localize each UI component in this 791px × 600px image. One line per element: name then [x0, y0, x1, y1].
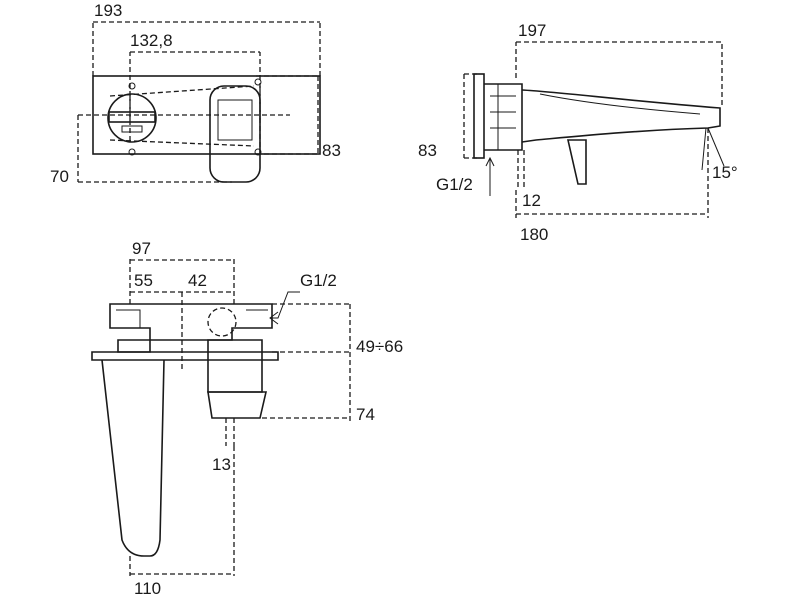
side-dim-depth-label: 197 [518, 21, 546, 40]
top-dim-width-label: 97 [132, 239, 151, 258]
top-dim-spout-label: 110 [134, 579, 161, 598]
top-dim-range-label: 49÷66 [356, 337, 403, 356]
top-dim-b-label: 42 [188, 271, 207, 290]
side-projection-dimension-lines [515, 128, 709, 218]
width-dimension-lines [92, 21, 321, 76]
top-spout-dimension-lines [129, 446, 235, 576]
top-ab-dimension-lines [130, 291, 234, 372]
side-thread-arrow [485, 156, 495, 196]
diverter-knob [107, 93, 157, 143]
side-dim-angle-label: 15° [712, 163, 738, 182]
side-wall-hidden [463, 73, 480, 159]
side-wall-plate [473, 73, 485, 159]
dim-width-label: 193 [94, 1, 122, 20]
top-spout [101, 359, 165, 557]
side-angle-lines [701, 127, 725, 171]
top-dim-a-label: 55 [134, 271, 153, 290]
top-wall-plate [91, 351, 279, 361]
side-dim-height-label: 83 [418, 141, 437, 160]
top-valve-cap [207, 391, 268, 419]
offset-dimension-lines [77, 114, 290, 183]
side-dim-thread-label: G1/2 [436, 175, 473, 194]
side-dim-projection-label: 180 [520, 225, 548, 244]
top-body [109, 303, 273, 341]
height-dimension-lines [256, 75, 319, 155]
side-lever [566, 139, 587, 185]
diverter-grip [108, 111, 156, 123]
top-dim-small-label: 13 [212, 455, 231, 474]
side-view: 197 83 G1/2 12 180 15° [418, 21, 738, 244]
fixing-point-right-bottom [254, 148, 262, 156]
top-width-dimension-lines [129, 256, 235, 304]
fixing-point-right-top [254, 78, 262, 86]
top-view: 97 55 42 G1/2 49÷66 74 13 110 [91, 239, 403, 598]
side-depth-dimension-lines [515, 41, 723, 105]
side-plate-dimension-lines [517, 150, 525, 190]
dim-offset-label: 70 [50, 167, 69, 186]
top-thread-leader [269, 291, 300, 325]
top-range-dimension-lines [272, 303, 351, 424]
diverter-notch [121, 125, 143, 133]
hidden-body [109, 85, 261, 156]
fixing-point-left-bottom [128, 148, 136, 156]
side-body [484, 83, 523, 151]
top-small-dimension-lines [225, 418, 235, 446]
wall-plate [92, 75, 321, 155]
fixing-point-left-top [128, 82, 136, 90]
front-view: 193 132,8 83 70 [50, 1, 341, 186]
top-dim-depth-label: 74 [356, 405, 375, 424]
side-dim-plate-label: 12 [522, 191, 541, 210]
top-dim-thread-label: G1/2 [300, 271, 337, 290]
top-body-detail [116, 309, 268, 328]
dim-centers-label: 132,8 [130, 31, 173, 50]
top-valve [207, 339, 263, 393]
lever-inner [217, 99, 253, 141]
dim-height-label: 83 [322, 141, 341, 160]
side-body-detail [490, 84, 516, 150]
top-thread-circle [207, 307, 237, 337]
side-spout-inner [539, 93, 701, 115]
side-spout [521, 89, 721, 143]
top-inlet-neck [117, 339, 151, 353]
